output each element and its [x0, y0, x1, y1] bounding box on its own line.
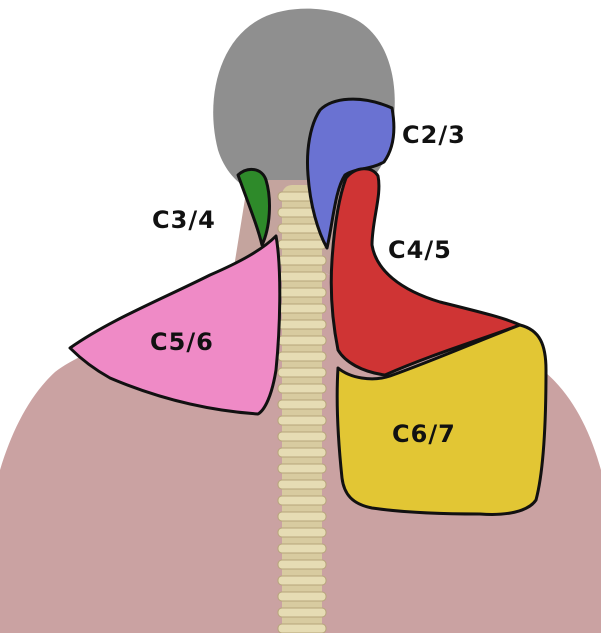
vertebra — [278, 352, 326, 361]
vertebra — [278, 544, 326, 553]
vertebra — [278, 240, 326, 249]
vertebra — [278, 288, 326, 297]
label-c34: C3/4 — [152, 206, 216, 234]
vertebra — [278, 560, 326, 569]
vertebra — [278, 576, 326, 585]
vertebra — [278, 256, 326, 265]
vertebra — [278, 448, 326, 457]
vertebra — [278, 320, 326, 329]
vertebra — [278, 464, 326, 473]
vertebra — [278, 528, 326, 537]
vertebra — [278, 512, 326, 521]
vertebra — [278, 592, 326, 601]
vertebra — [278, 336, 326, 345]
vertebra — [278, 368, 326, 377]
label-c56: C5/6 — [150, 328, 214, 356]
label-c45: C4/5 — [388, 236, 452, 264]
vertebra — [278, 608, 326, 617]
vertebra — [278, 304, 326, 313]
vertebra — [278, 624, 326, 633]
vertebra — [278, 496, 326, 505]
spine — [278, 185, 326, 633]
label-c67: C6/7 — [392, 420, 456, 448]
vertebra — [278, 432, 326, 441]
vertebra — [278, 272, 326, 281]
vertebra — [278, 384, 326, 393]
label-c23: C2/3 — [402, 121, 466, 149]
vertebra — [278, 416, 326, 425]
vertebra — [278, 480, 326, 489]
vertebra — [278, 400, 326, 409]
